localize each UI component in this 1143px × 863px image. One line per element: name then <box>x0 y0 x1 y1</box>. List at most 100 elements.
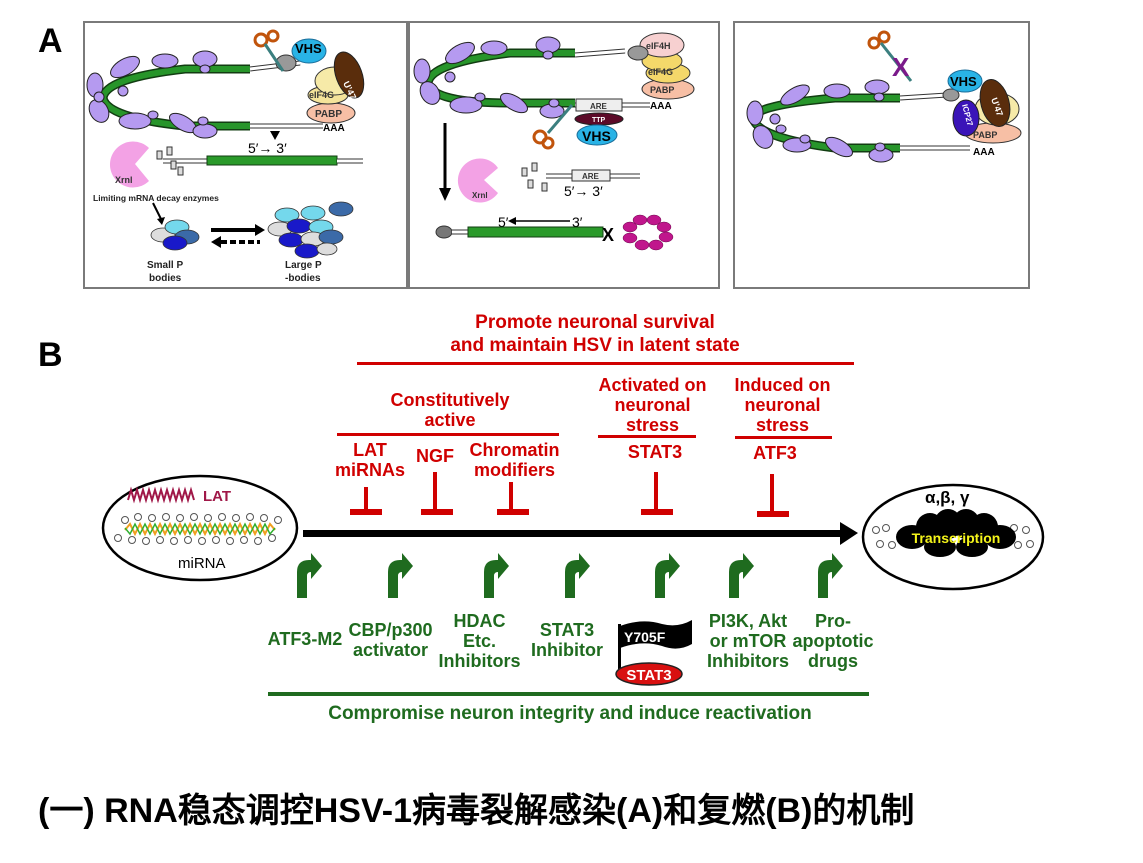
small-p-body <box>150 219 200 251</box>
arrow-head-icon <box>840 522 858 545</box>
svg-text:eIF4G: eIF4G <box>309 90 334 100</box>
bottom-heading-divider <box>268 692 869 696</box>
svg-text:Y705F: Y705F <box>624 629 666 645</box>
scissors-icon <box>532 104 574 150</box>
ul47-protein <box>979 79 1011 127</box>
svg-text:bodies: bodies <box>149 273 182 284</box>
svg-text:5′: 5′ <box>498 214 509 230</box>
inhibition-bar-chromatin <box>497 482 529 515</box>
svg-text:TTP: TTP <box>592 117 606 124</box>
svg-text:5′→ 3′: 5′→ 3′ <box>564 183 603 199</box>
block-x-icon: X <box>892 52 910 82</box>
are-element <box>575 98 623 112</box>
svg-text:Transcription: Transcription <box>912 530 1001 546</box>
mrna-decay-diagram-1: VHS Uʼ47 eIF4G PABP AAA 5′→ 3′ Xrnl Limi… <box>86 29 365 284</box>
activation-arrow-icon <box>729 553 754 598</box>
activation-arrow-icon <box>388 553 413 598</box>
vhs-protein <box>947 69 983 93</box>
activation-arrow-icon <box>484 553 509 598</box>
ribosomes <box>86 50 218 139</box>
svg-text:3′: 3′ <box>572 214 583 230</box>
group-constitutive-line-1: Constitutively <box>390 390 510 410</box>
panel-label-b: B <box>38 336 63 374</box>
vhs-protein <box>576 124 618 146</box>
svg-text:-bodies: -bodies <box>285 273 321 284</box>
scissors-icon <box>253 29 285 72</box>
lat-transcript-wave <box>127 486 195 504</box>
figure-caption: (一) RNA稳态调控HSV-1病毒裂解感染(A)和复燃(B)的机制 <box>38 792 915 830</box>
svg-text:α,β, γ: α,β, γ <box>925 488 970 507</box>
inhibition-bar-atf3 <box>757 474 789 517</box>
icp27-protein <box>952 99 980 137</box>
bottom-heading: Compromise neuron integrity and induce r… <box>328 703 812 724</box>
inhibition-bar-ngf <box>421 472 453 515</box>
mrna-decay-diagram-3: VHS ICP27 Uʼ47 PABP AAA X <box>746 30 1022 163</box>
svg-text:eIF4H: eIF4H <box>646 41 671 51</box>
activation-arrow-icon <box>297 553 322 598</box>
svg-text:AAA: AAA <box>973 147 995 158</box>
panel-a-subpanel-2: eIF4H eIF4G PABP AAA ARE TTP VHS Xrnl AR… <box>408 21 720 289</box>
svg-text:Xrnl: Xrnl <box>472 191 488 200</box>
panel-label-a: A <box>38 22 63 60</box>
inhibition-bar-stat3 <box>641 472 673 515</box>
rna-polymerase-cluster <box>896 509 1016 557</box>
svg-text:Large P: Large P <box>285 260 322 271</box>
group-activated: Activated on neuronal stress <box>598 375 707 435</box>
svg-text:LAT: LAT <box>203 488 231 505</box>
svg-text:VHS: VHS <box>582 128 611 144</box>
stat3-badge <box>615 662 683 686</box>
svg-text:STAT3: STAT3 <box>626 667 671 684</box>
xrnl-enzyme <box>109 141 149 188</box>
top-heading-line-1: Promote neuronal survival <box>475 312 715 333</box>
activation-arrows <box>297 553 843 598</box>
latent-genome-ellipse <box>101 474 299 582</box>
inhibitor-stat3: STAT3 <box>627 442 683 462</box>
svg-text:ARE: ARE <box>590 102 608 111</box>
svg-text:PABP: PABP <box>315 109 342 120</box>
ul47-protein <box>333 51 365 99</box>
stat3-y705f-flag: Y705F STAT3 <box>615 620 692 686</box>
svg-text:5′→ 3′: 5′→ 3′ <box>248 140 287 156</box>
svg-text:AAA: AAA <box>650 101 672 112</box>
activated-divider <box>598 435 696 438</box>
top-heading-line-2: and maintain HSV in latent state <box>450 335 740 356</box>
chromatin-dna <box>114 513 282 545</box>
svg-text:miRNA: miRNA <box>178 555 226 572</box>
inhibition-bars <box>350 472 789 517</box>
mrna-decay-diagram-2: eIF4H eIF4G PABP AAA ARE TTP VHS Xrnl AR… <box>413 32 695 251</box>
svg-text:ARE: ARE <box>582 172 600 181</box>
svg-text:Small P: Small P <box>147 260 183 271</box>
inhibition-bar-lat <box>350 487 382 515</box>
scissors-icon <box>867 30 913 82</box>
panel-a-subpanel-3: VHS ICP27 Uʼ47 PABP AAA X <box>733 21 1030 289</box>
activation-arrow-icon <box>655 553 680 598</box>
vhs-label: VHS <box>295 41 322 56</box>
top-heading-divider <box>357 362 854 365</box>
inhibitor-ngf: NGF <box>416 446 454 466</box>
svg-text:X: X <box>602 225 614 245</box>
group-constitutive-line-2: active <box>424 410 476 430</box>
arrow-down-icon <box>270 131 280 140</box>
activation-arrow-icon <box>565 553 590 598</box>
svg-text:eIF4G: eIF4G <box>648 67 673 77</box>
vhs-protein <box>291 38 327 64</box>
svg-text:PABP: PABP <box>973 130 997 140</box>
pathway-diagram: LAT miRNA α,β, γ Transcription <box>101 472 1045 598</box>
induced-divider <box>735 436 832 439</box>
activation-arrow-icon <box>818 553 843 598</box>
svg-text:AAA: AAA <box>323 123 345 134</box>
group-induced: Induced on neuronal stress <box>734 375 831 435</box>
svg-text:VHS: VHS <box>950 74 977 89</box>
panel-a-subpanel-1: VHS Uʼ47 eIF4G PABP AAA 5′→ 3′ Xrnl Limi… <box>83 21 408 289</box>
main-pathway-arrow <box>303 530 843 537</box>
svg-text:Xrnl: Xrnl <box>115 175 133 185</box>
svg-text:PABP: PABP <box>650 85 674 95</box>
activator-atf3-m2: ATF3-M2 <box>267 629 343 649</box>
constitutive-divider <box>337 433 559 436</box>
